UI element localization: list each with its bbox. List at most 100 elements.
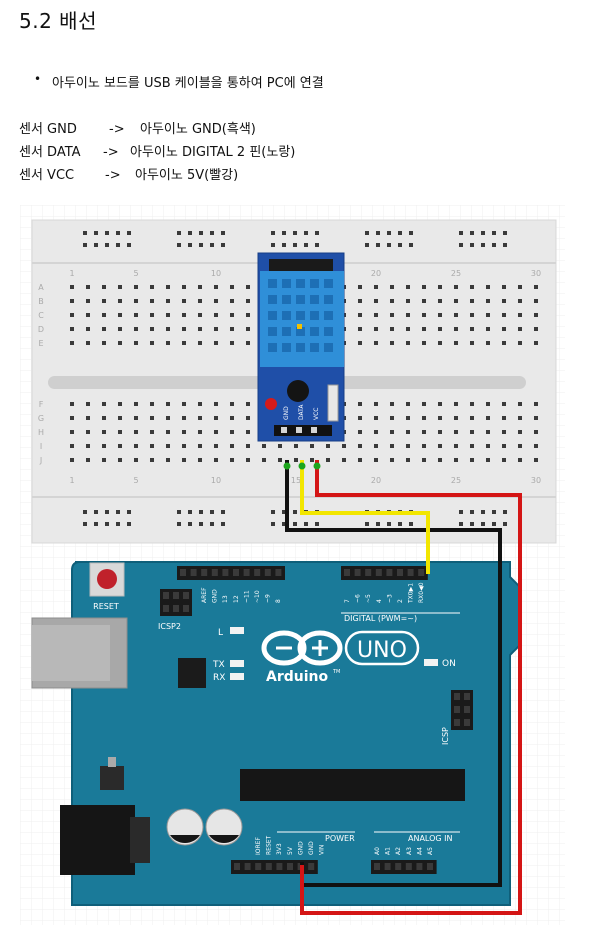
hole [230, 285, 234, 289]
hole [166, 430, 170, 434]
hole [518, 402, 522, 406]
hole [459, 243, 463, 247]
hole [118, 313, 122, 317]
hole [246, 341, 250, 345]
hole [390, 299, 394, 303]
hole [422, 299, 426, 303]
hole [246, 327, 250, 331]
hole [315, 522, 319, 526]
hole [246, 285, 250, 289]
on-label: ON [442, 659, 456, 669]
hole [358, 327, 362, 331]
hole [198, 285, 202, 289]
hole [188, 243, 192, 247]
hole [481, 510, 485, 514]
hole [230, 416, 234, 420]
hole [182, 444, 186, 448]
hole [406, 430, 410, 434]
hole [198, 416, 202, 420]
column-number: 1 [69, 476, 74, 485]
hole [70, 285, 74, 289]
hole [134, 402, 138, 406]
hole [365, 231, 369, 235]
hole [398, 522, 402, 526]
pin-label: A2 [395, 847, 402, 855]
hole [390, 327, 394, 331]
vent [296, 327, 305, 336]
header-pin [375, 569, 382, 576]
hole [70, 444, 74, 448]
hole [199, 231, 203, 235]
list-item: 아두이노 보드를 USB 케이블을 통하여 PC에 연결 [34, 72, 324, 91]
hole [102, 416, 106, 420]
hole [246, 299, 250, 303]
hole [198, 430, 202, 434]
hole [486, 444, 490, 448]
usb-connector-inner [32, 625, 110, 681]
digital-label: DIGITAL (PWM=~) [344, 614, 417, 623]
hole [390, 444, 394, 448]
regulator-pin [108, 757, 116, 767]
tx-label: TX [212, 660, 225, 670]
pin-label: A4 [416, 847, 423, 855]
hole [492, 522, 496, 526]
hole [294, 444, 298, 448]
column-number: 5 [133, 476, 138, 485]
hole [105, 522, 109, 526]
hole [198, 313, 202, 317]
hole [470, 285, 474, 289]
hole [358, 285, 362, 289]
sensor-pin-label: 센서 GND [19, 122, 77, 137]
reset-button-cap[interactable] [97, 569, 117, 589]
hole [518, 313, 522, 317]
hole [271, 243, 275, 247]
hole [94, 231, 98, 235]
header-pin [183, 605, 189, 612]
hole [438, 444, 442, 448]
header-pin [386, 569, 393, 576]
hole [470, 430, 474, 434]
header-pin [397, 569, 403, 576]
header-pin [173, 592, 179, 599]
vent [282, 279, 291, 288]
hole [409, 231, 413, 235]
hole [534, 299, 538, 303]
hole [502, 327, 506, 331]
hole [118, 285, 122, 289]
arrow-text: -> [105, 168, 121, 183]
hole [486, 430, 490, 434]
hole [387, 243, 391, 247]
header-pin [233, 569, 239, 576]
hole [271, 231, 275, 235]
hole [166, 285, 170, 289]
hole [182, 341, 186, 345]
hole [422, 341, 426, 345]
hole [102, 299, 106, 303]
column-number: 30 [531, 476, 541, 485]
hole [221, 510, 225, 514]
pin-label: AREF [201, 587, 208, 603]
hole [390, 402, 394, 406]
hole [166, 458, 170, 462]
hole [102, 285, 106, 289]
pin-label: GND [297, 841, 304, 855]
hole [182, 402, 186, 406]
header-pin [163, 592, 169, 599]
hole [70, 341, 74, 345]
pin-label: A1 [385, 847, 392, 855]
arduino-uno: RESET ICSP2 L TX RX ON Arduino [31, 561, 521, 906]
hole [177, 522, 181, 526]
pin-label: ~6 [355, 594, 362, 603]
hole [502, 430, 506, 434]
vent [296, 343, 305, 352]
header-pin [264, 569, 271, 576]
hole [470, 444, 474, 448]
hole [271, 522, 275, 526]
hole [438, 341, 442, 345]
hole [406, 341, 410, 345]
hole [358, 299, 362, 303]
hole [470, 313, 474, 317]
pin-label: A3 [406, 847, 413, 855]
power-led[interactable] [265, 398, 277, 410]
hole [358, 416, 362, 420]
